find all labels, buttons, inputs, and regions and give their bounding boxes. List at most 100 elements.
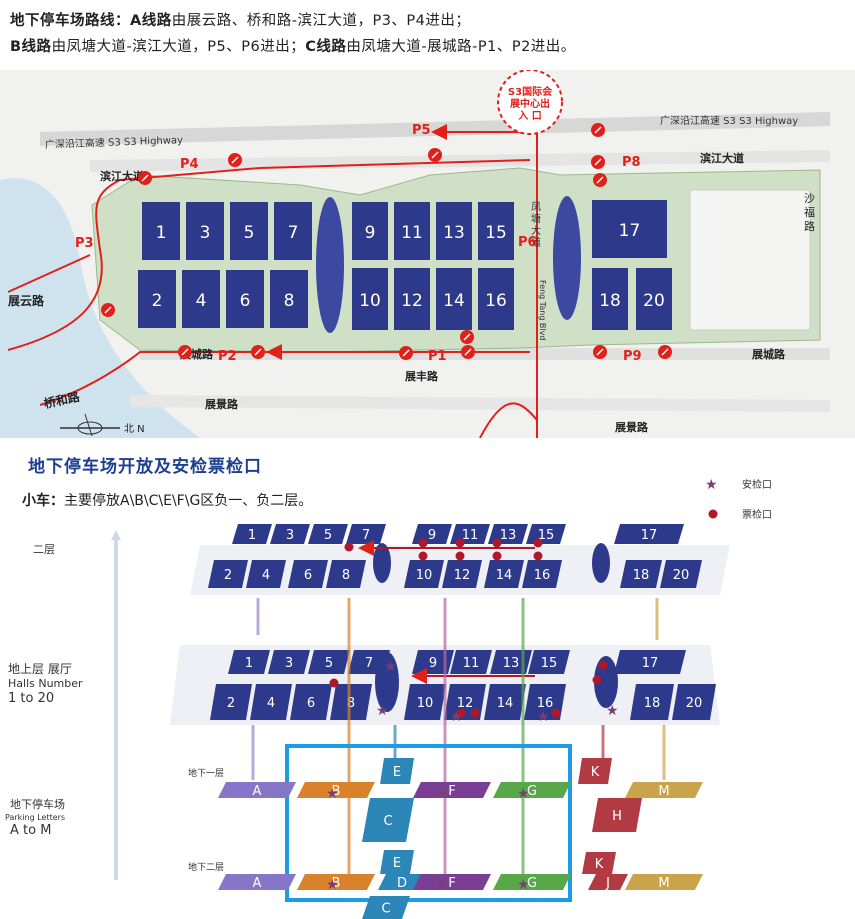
zhancheng-label-right: 展城路 xyxy=(751,347,786,361)
map-hall-2 xyxy=(138,270,176,328)
floor-hall-label: 12 xyxy=(457,696,474,711)
map-hall-5 xyxy=(230,202,268,260)
callout-line-3: 入 口 xyxy=(518,110,541,122)
floor-hall-label: 16 xyxy=(534,568,551,583)
map-hall-label: 14 xyxy=(443,291,465,311)
floor-hall-8 xyxy=(330,684,372,720)
parking-cn-label: 地下停车场 xyxy=(10,797,65,811)
floor-hall-label: 13 xyxy=(503,656,520,671)
floor-hall-10 xyxy=(404,560,444,588)
fengtang-cn-3: 大 xyxy=(531,224,541,237)
route-c-path xyxy=(39,351,530,406)
floor-hall-3 xyxy=(270,524,310,544)
car-note: 小车：主要停放A\B\C\E\F\G区负一、负二层。 xyxy=(22,490,312,510)
map-hall-13 xyxy=(436,202,472,260)
ticket-check-icon xyxy=(470,708,480,718)
parking-zone-A xyxy=(218,874,296,890)
floor-hall-8 xyxy=(326,560,366,588)
map-hall-7 xyxy=(274,202,312,260)
parking-zone-C xyxy=(362,896,410,919)
floor-hall-17 xyxy=(614,650,686,674)
map-hall-label: 13 xyxy=(443,223,465,243)
parking-zone-K xyxy=(578,758,612,784)
parking-zone-label: B xyxy=(332,784,341,799)
zhanfeng-label: 展丰路 xyxy=(404,369,439,383)
arrow-glyph-icon xyxy=(596,176,604,184)
parking-zone-label: F xyxy=(448,876,455,891)
section2-title: 地下停车场开放及安检票检口 xyxy=(28,457,262,477)
level-2f-label: 二层 xyxy=(33,543,55,556)
parking-label-P1: P1 xyxy=(428,349,447,364)
map-hall-17 xyxy=(592,200,667,258)
river xyxy=(0,178,200,438)
floor-hall-1 xyxy=(232,524,272,544)
parking-zone-label: F xyxy=(448,784,455,799)
map-hall-label: 16 xyxy=(485,291,507,311)
callout-line-1: S3国际会 xyxy=(508,85,552,98)
parking-diagram: ★ 安检口 票检口 二层 地上层 展厅 Halls Number 1 to 20… xyxy=(5,477,772,919)
floor-hall-4 xyxy=(250,684,292,720)
parking-label-P6: P6 xyxy=(518,235,537,250)
map-hall-3 xyxy=(186,202,224,260)
map-hall-label: 6 xyxy=(240,291,251,311)
parking-zone-label: G xyxy=(527,784,537,799)
map-hall-label: 11 xyxy=(401,223,423,243)
ticket-check-icon xyxy=(551,708,561,718)
floor-hall-label: 2 xyxy=(224,568,232,583)
fengtang-cn-2: 塘 xyxy=(531,212,541,225)
floor-hall-2 xyxy=(210,684,252,720)
security-check-icon: ★ xyxy=(606,703,619,719)
parking-zone-label: M xyxy=(658,784,669,799)
parking-zone-label: K xyxy=(591,765,600,780)
floor-hall-1 xyxy=(228,650,270,674)
floor-hall-label: 1 xyxy=(245,656,253,671)
floor-hall-label: 11 xyxy=(463,656,480,671)
ticket-check-icon xyxy=(418,551,428,561)
parking-zone-label: H xyxy=(612,809,622,824)
route-a-text: 由展云路、桥和路-滨江大道，P3、P4进出； xyxy=(171,13,471,29)
floor-hall-label: 17 xyxy=(642,656,659,671)
parking-zone-label: M xyxy=(658,876,669,891)
fengtang-en: Feng Tang Blvd xyxy=(538,280,547,340)
parking-zone-label: G xyxy=(527,876,537,891)
security-check-icon: ★ xyxy=(517,877,530,893)
arrow-glyph-icon xyxy=(104,306,112,314)
floor-hall-label: 2 xyxy=(227,696,235,711)
parking-zone-K xyxy=(582,852,616,874)
arrow-glyph-icon xyxy=(464,348,472,356)
map-hall-label: 4 xyxy=(196,291,207,311)
arrow-glyph-icon xyxy=(402,349,410,357)
floor-hall-label: 20 xyxy=(673,568,690,583)
route-a-label: A线路 xyxy=(130,13,172,29)
parking-zone-F xyxy=(413,782,491,798)
map-hall-label: 8 xyxy=(284,291,295,311)
zhanjing-label-left: 展景路 xyxy=(204,397,239,411)
floor-hall-label: 14 xyxy=(497,696,514,711)
map-hall-label: 2 xyxy=(152,291,163,311)
ground-en-label-2: 1 to 20 xyxy=(8,691,54,706)
parking-zone-label: B xyxy=(332,876,341,891)
floor-hall-label: 15 xyxy=(541,656,558,671)
route-line-1: 地下停车场路线：A线路由展云路、桥和路-滨江大道，P3、P4进出； xyxy=(10,10,470,32)
parking-zone-G xyxy=(493,874,571,890)
floor-hall-18 xyxy=(630,684,674,720)
north-label: 北 N xyxy=(124,423,145,435)
ticket-check-icon xyxy=(492,538,502,548)
floor-hall-label: 18 xyxy=(633,568,650,583)
ticket-check-icon xyxy=(492,551,502,561)
map-hall-18 xyxy=(592,268,628,330)
parking-zone-label: C xyxy=(383,814,392,829)
map-hall-4 xyxy=(182,270,220,328)
parking-zone-C xyxy=(362,798,414,842)
ticket-check-icon xyxy=(329,678,339,688)
parking-zone-B xyxy=(297,782,375,798)
parking-zone-label: D xyxy=(397,876,407,891)
floor-hall-16 xyxy=(522,560,562,588)
route-b-tail xyxy=(479,402,538,438)
parking-zone-label: E xyxy=(393,856,401,871)
parking-zone-J xyxy=(588,874,628,890)
b2-label: 地下二层 xyxy=(188,861,224,873)
floor-hall-17 xyxy=(614,524,684,544)
floor-hall-label: 13 xyxy=(500,528,517,543)
